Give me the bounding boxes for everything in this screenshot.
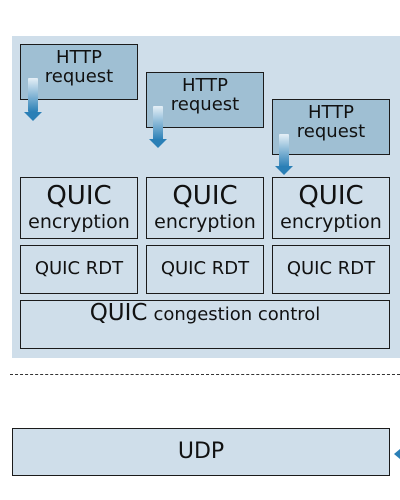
- http-request-line1: HTTP: [55, 47, 103, 68]
- quic-encryption-title: QUIC: [298, 181, 364, 212]
- http-request-box-1: HTTP request: [20, 44, 138, 100]
- quic-encryption-box-1: QUIC encryption: [20, 177, 138, 239]
- quic-rdt-label: QUIC RDT: [34, 258, 124, 280]
- quic-encryption-box-3: QUIC encryption: [272, 177, 390, 239]
- quic-encryption-sub: encryption: [154, 210, 256, 233]
- quic-encryption-title: QUIC: [172, 181, 238, 212]
- layer-separator: [10, 374, 400, 375]
- quic-congestion-title: QUIC: [89, 300, 148, 326]
- http-request-box-2: HTTP request: [146, 72, 264, 128]
- quic-congestion-control-box: QUIC congestion control: [20, 300, 390, 349]
- http-request-box-3: HTTP request: [272, 99, 390, 155]
- down-arrow-2: [153, 106, 163, 140]
- quic-encryption-title: QUIC: [46, 181, 112, 212]
- http-request-line2: request: [296, 120, 366, 142]
- quic-encryption-sub: encryption: [28, 210, 130, 233]
- http-request-line1: HTTP: [307, 102, 355, 123]
- quic-encryption-box-2: QUIC encryption: [146, 177, 264, 239]
- down-arrow-3: [279, 134, 289, 167]
- quic-rdt-box-2: QUIC RDT: [146, 245, 264, 294]
- http-request-line1: HTTP: [181, 75, 229, 96]
- quic-rdt-box-1: QUIC RDT: [20, 245, 138, 294]
- arrowhead-1: [24, 112, 42, 121]
- http-request-line2: request: [170, 93, 240, 115]
- udp-side-arrow: [394, 449, 400, 459]
- quic-rdt-label: QUIC RDT: [160, 258, 250, 280]
- udp-box: UDP: [12, 428, 390, 476]
- arrowhead-3: [275, 166, 293, 175]
- arrowhead-2: [149, 139, 167, 148]
- quic-rdt-box-3: QUIC RDT: [272, 245, 390, 294]
- down-arrow-1: [28, 78, 38, 112]
- quic-encryption-sub: encryption: [280, 210, 382, 233]
- udp-label: UDP: [177, 439, 225, 465]
- http-request-line2: request: [44, 65, 114, 87]
- quic-rdt-label: QUIC RDT: [286, 258, 376, 280]
- quic-congestion-sub: congestion control: [153, 304, 321, 325]
